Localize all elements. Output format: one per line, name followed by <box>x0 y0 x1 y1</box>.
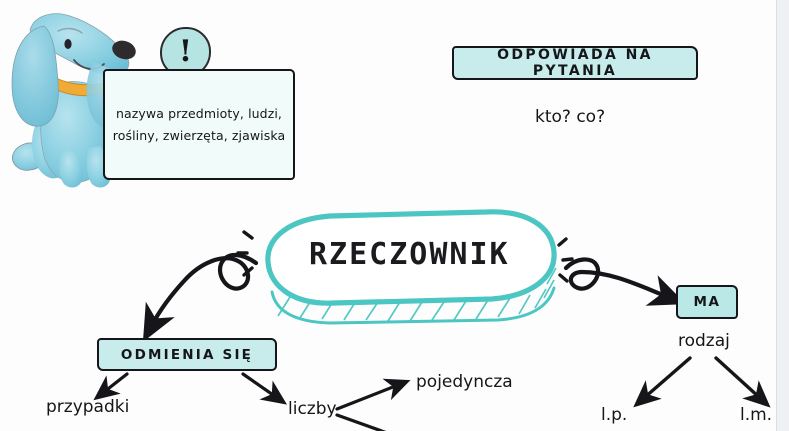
gender-child-lm: l.m. <box>740 405 773 425</box>
number-child-singular: pojedyncza <box>416 372 513 392</box>
exclamation-glyph: ! <box>178 33 193 69</box>
inflection-heading-label: ODMIENIA SIĘ <box>120 346 254 363</box>
gender-heading-label: MA <box>693 294 721 310</box>
connector-gender-to-lm <box>714 356 771 408</box>
connector-inflection-to-cases <box>93 372 129 401</box>
dog-nose <box>112 40 136 60</box>
page-title: RZECZOWNIK <box>309 237 510 272</box>
connector-inflection-to-numbers <box>241 372 288 405</box>
gender-child-lp: l.p. <box>601 405 628 425</box>
sparkle-right-icon <box>557 237 574 283</box>
questions-heading-box: ODPOWIADA NA PYTANIA <box>452 46 702 84</box>
questions-heading-label: ODPOWIADA NA PYTANIA <box>497 47 653 79</box>
page-right-edge <box>776 0 789 431</box>
connector-numbers-to-singular <box>335 378 411 411</box>
gender-heading-box: MA <box>676 285 742 323</box>
inflection-child-numbers: liczby <box>288 399 337 419</box>
definition-text: nazywa przedmioty, ludzi, rośliny, zwier… <box>112 106 286 143</box>
capsule-hatching <box>277 267 557 322</box>
sparkle-left-icon <box>236 230 254 277</box>
gender-subheading-label: rodzaj <box>678 331 730 351</box>
dog-eye <box>64 39 72 49</box>
definition-box: nazywa przedmioty, ludzi, rośliny, zwier… <box>103 69 299 184</box>
questions-answer-label: kto? co? <box>535 107 606 127</box>
connector-capsule-to-gender <box>563 257 686 306</box>
inflection-heading-box: ODMIENIA SIĘ <box>97 338 281 375</box>
connector-gender-to-lp <box>633 356 692 408</box>
inflection-child-cases: przypadki <box>46 397 130 417</box>
